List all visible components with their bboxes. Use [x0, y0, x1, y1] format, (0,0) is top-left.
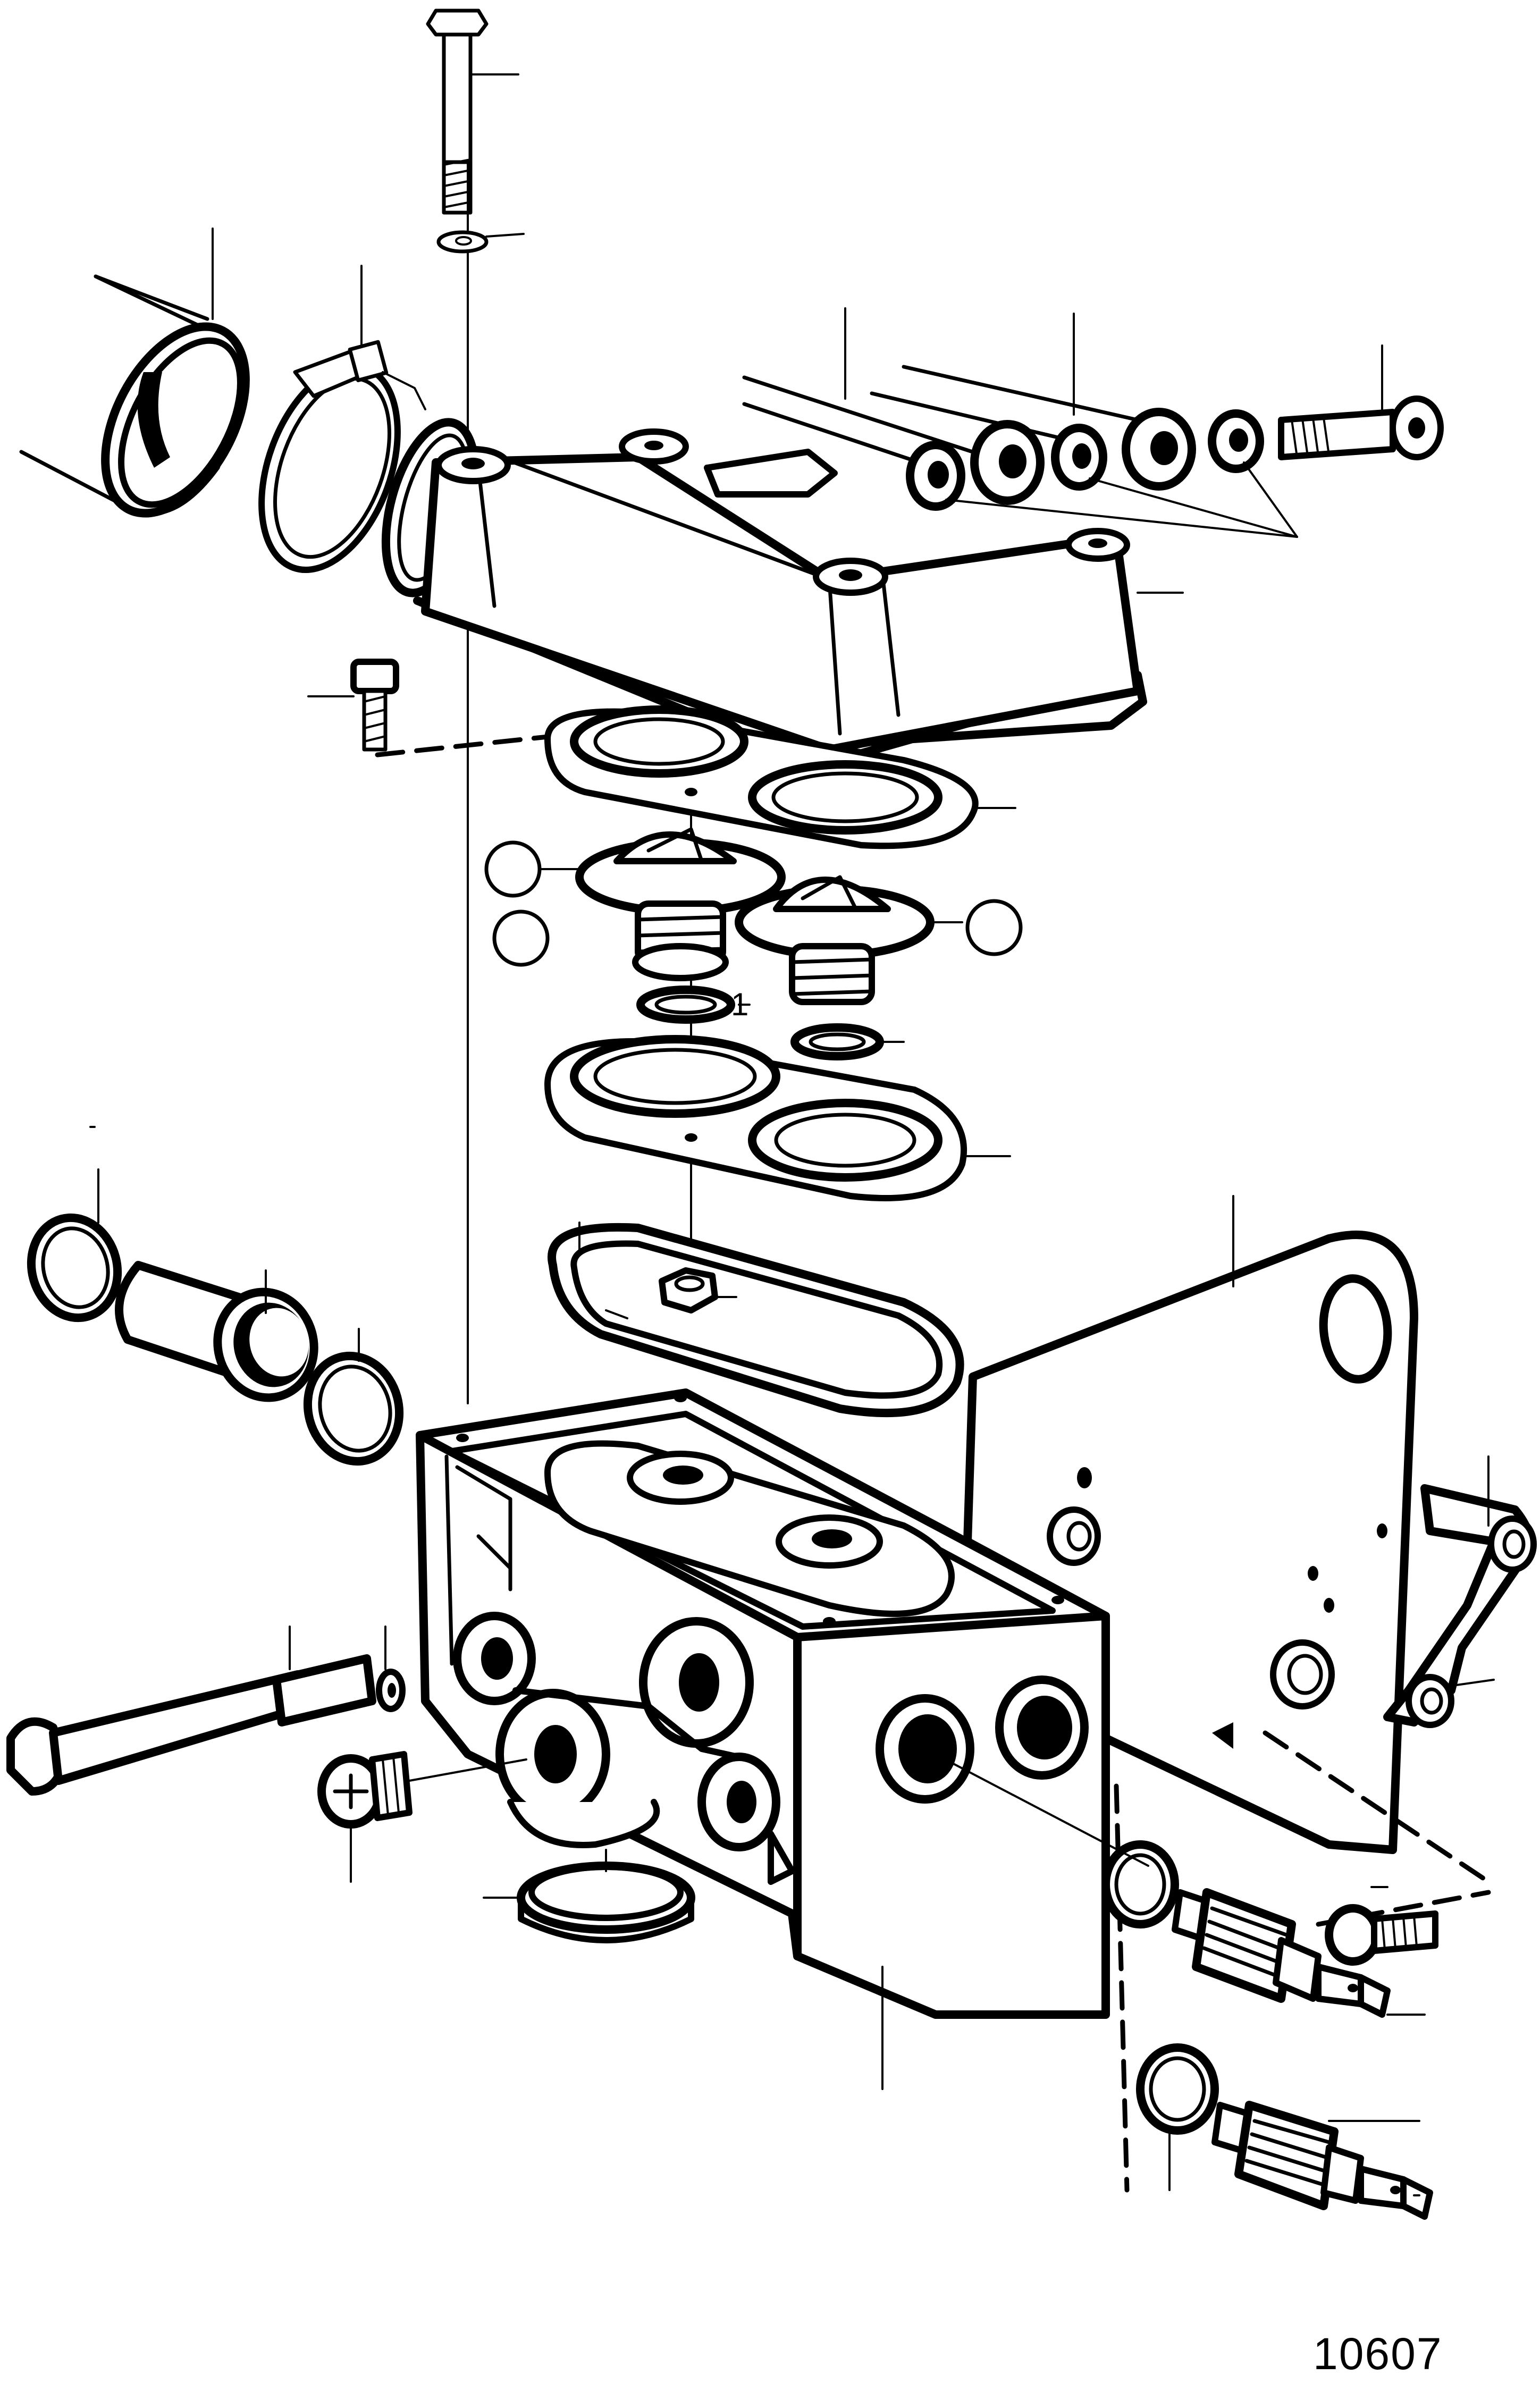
housing-front-bosses — [453, 1612, 795, 1885]
drawing-number: 10607 — [1313, 2329, 1443, 2379]
banjo-washers — [906, 408, 1264, 511]
item-marker-1: 1 — [731, 987, 748, 1022]
part-leader-lines — [605, 1309, 1420, 2196]
upper-gasket — [544, 705, 1016, 849]
long-mounting-bolt — [6, 1626, 376, 1796]
bottom-seal-ring — [483, 1849, 695, 1943]
coolant-hose — [19, 228, 250, 518]
oval-gasket — [548, 1222, 964, 1418]
thermostat-left — [575, 827, 786, 1024]
bolt-washer — [436, 230, 525, 254]
cover-screw — [307, 659, 556, 757]
hose-clamp — [258, 265, 426, 574]
reference-circles — [484, 840, 1023, 967]
temperature-sender-lower — [1136, 2043, 1433, 2220]
mounting-bracket — [963, 1195, 1418, 1854]
thermostat-housing-cover — [381, 418, 1184, 770]
washer-leader-lines — [945, 461, 1298, 538]
bracket-screw — [1325, 1886, 1438, 1966]
hex-nut — [659, 1267, 737, 1313]
lock-washer — [376, 1626, 406, 1712]
thermostat-right — [735, 875, 963, 1060]
top-bolt — [426, 9, 519, 215]
thermostat-housing-body — [416, 1388, 1110, 2090]
dashed-mount-lines — [1114, 1730, 1491, 2193]
bracket-link-arm — [1383, 1455, 1537, 1728]
banjo-bolt — [1278, 344, 1444, 460]
lower-gasket — [544, 1035, 1011, 1201]
temperature-sender-upper — [1101, 1840, 1426, 2018]
connector-pipe — [27, 1126, 404, 1466]
plug-screw — [317, 1751, 527, 1883]
